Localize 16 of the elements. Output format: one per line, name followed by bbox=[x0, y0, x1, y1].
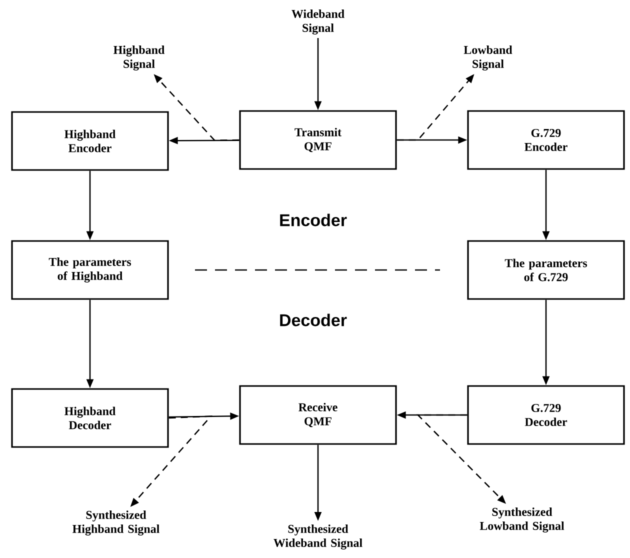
process-box: G.729 Decoder bbox=[467, 385, 625, 445]
process-box: Highband Decoder bbox=[11, 388, 169, 448]
process-box: The parameters of Highband bbox=[11, 240, 169, 300]
text-label: Synthesized Highband Signal bbox=[72, 510, 160, 536]
text-label: Wideband Signal bbox=[292, 10, 344, 34]
process-box: Highband Encoder bbox=[11, 111, 169, 171]
text-label: Lowband Signal bbox=[464, 46, 512, 70]
process-box: Transmit QMF bbox=[239, 110, 397, 170]
text-label: Synthesized Wideband Signal bbox=[274, 524, 362, 550]
process-box: G.729 Encoder bbox=[467, 110, 625, 170]
process-box: Receive QMF bbox=[239, 385, 397, 445]
section-label: Encoder bbox=[280, 214, 347, 226]
section-label: Decoder bbox=[280, 314, 347, 326]
text-label: Highband Signal bbox=[114, 46, 165, 70]
process-box: The parameters of G.729 bbox=[467, 240, 625, 300]
text-label: Synthesized Lowband Signal bbox=[480, 508, 564, 532]
